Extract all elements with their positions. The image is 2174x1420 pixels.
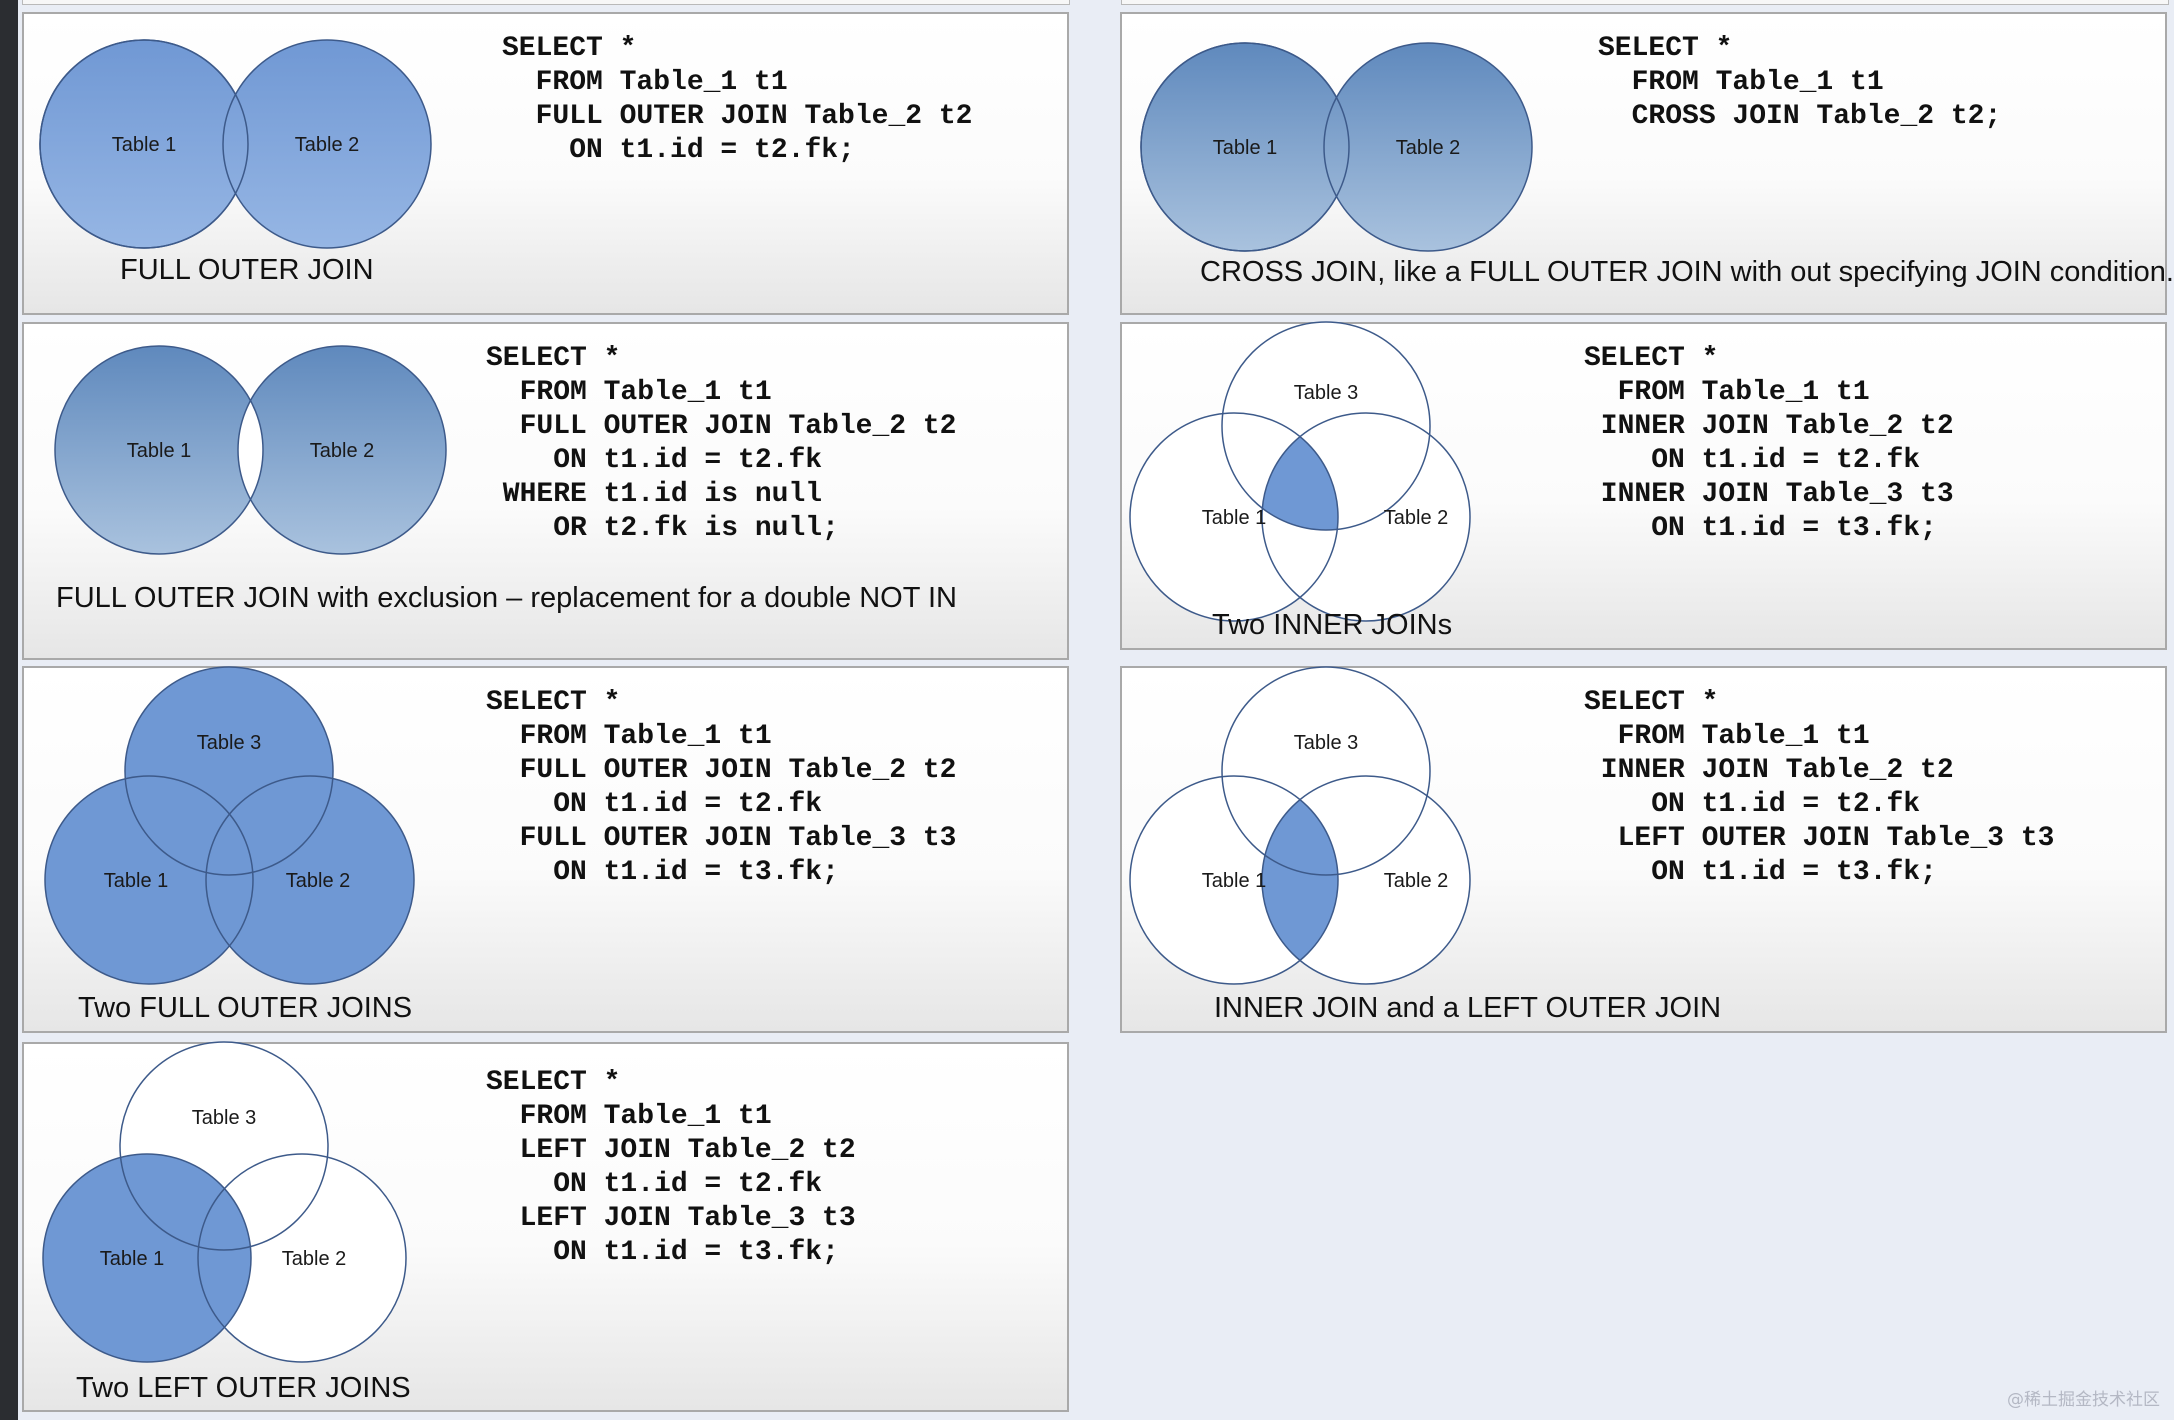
circle-table-3-outline bbox=[119, 1041, 329, 1251]
venn-two-left-outer-joins: Table 3 Table 1 Table 2 bbox=[42, 1041, 407, 1363]
caption: Two INNER JOINs bbox=[1212, 609, 1453, 641]
sql-code: SELECT * FROM Table_1 t1 FULL OUTER JOIN… bbox=[486, 343, 957, 544]
sql-code: SELECT * FROM Table_1 t1 CROSS JOIN Tabl… bbox=[1598, 33, 2002, 132]
label-table-1: Table 1 bbox=[104, 870, 169, 892]
panel-inner-and-left-outer-join: Table 3 Table 1 Table 2 SELECT * FROM Ta… bbox=[1120, 666, 2167, 1033]
circle-table-1-outline bbox=[39, 39, 249, 249]
panel-two-full-outer-joins: Table 3 Table 1 Table 2 SELECT * FROM Ta… bbox=[22, 666, 1069, 1033]
venn-two-inner-joins: Table 3 Table 1 Table 2 bbox=[1129, 321, 1471, 622]
watermark: @稀土掘金技术社区 bbox=[2007, 1390, 2160, 1410]
circle-table-2 bbox=[238, 346, 446, 554]
venn-cross-join: Table 1 Table 2 bbox=[1140, 42, 1533, 252]
caption: FULL OUTER JOIN bbox=[120, 254, 374, 286]
circle-table-1-outline bbox=[1129, 775, 1339, 985]
circle-table-2-outline bbox=[197, 1153, 407, 1363]
caption: FULL OUTER JOIN with exclusion – replace… bbox=[56, 582, 957, 614]
label-table-3: Table 3 bbox=[1294, 732, 1359, 754]
circle-table-3-outline bbox=[124, 666, 334, 876]
circle-table-2-outline bbox=[237, 345, 447, 555]
sql-code: SELECT * FROM Table_1 t1 LEFT JOIN Table… bbox=[486, 1067, 856, 1268]
circle-table-1-outline bbox=[42, 1153, 252, 1363]
highlight-table-1-and-2 bbox=[1262, 776, 1338, 984]
caption: Two FULL OUTER JOINS bbox=[78, 992, 413, 1024]
circle-table-2 bbox=[222, 39, 432, 249]
label-table-3: Table 3 bbox=[197, 732, 262, 754]
label-table-1: Table 1 bbox=[1202, 507, 1267, 529]
venn-full-outer-join: Table 1 Table 2 bbox=[39, 39, 432, 249]
circle-table-1-outline bbox=[1129, 412, 1339, 622]
panel-cross-join: Table 1 Table 2 SELECT * FROM Table_1 t1… bbox=[1120, 12, 2174, 315]
label-table-1: Table 1 bbox=[100, 1248, 165, 1270]
circle-table-2-outline bbox=[205, 775, 415, 985]
sql-code: SELECT * FROM Table_1 t1 FULL OUTER JOIN… bbox=[486, 687, 957, 888]
panel-two-inner-joins: Table 3 Table 1 Table 2 SELECT * FROM Ta… bbox=[1120, 321, 2167, 650]
venn-inner-and-left-outer-join: Table 3 Table 1 Table 2 bbox=[1129, 666, 1471, 985]
label-table-2: Table 2 bbox=[286, 870, 351, 892]
panel-full-outer-join: Table 1 Table 2 SELECT * FROM Table_1 t1… bbox=[22, 12, 1069, 315]
sql-code: SELECT * FROM Table_1 t1 FULL OUTER JOIN… bbox=[502, 33, 973, 166]
circle-table-1 bbox=[45, 776, 253, 984]
label-table-1: Table 1 bbox=[1213, 137, 1278, 159]
caption: Two LEFT OUTER JOINS bbox=[76, 1372, 411, 1404]
circle-table-1-outline bbox=[1140, 42, 1350, 252]
circle-table-2-outline bbox=[1261, 412, 1471, 622]
label-table-2: Table 2 bbox=[282, 1248, 347, 1270]
top-panel-edge-left bbox=[22, 0, 1070, 5]
label-table-1: Table 1 bbox=[127, 440, 192, 462]
circle-table-1-outline bbox=[54, 345, 264, 555]
sql-code: SELECT * FROM Table_1 t1 INNER JOIN Tabl… bbox=[1584, 687, 2055, 888]
label-table-2: Table 2 bbox=[295, 134, 360, 156]
label-table-1: Table 1 bbox=[112, 134, 177, 156]
circle-table-3 bbox=[1222, 667, 1430, 875]
left-dark-edge bbox=[0, 0, 18, 1420]
circle-table-2 bbox=[198, 1154, 406, 1362]
panel-full-outer-exclusion: Table 1 Table 2 SELECT * FROM Table_1 t1… bbox=[22, 322, 1069, 660]
top-panel-edge-right bbox=[1121, 0, 2169, 5]
circle-table-1 bbox=[55, 346, 263, 554]
panel-two-left-outer-joins: Table 3 Table 1 Table 2 SELECT * FROM Ta… bbox=[22, 1041, 1069, 1412]
label-table-3: Table 3 bbox=[192, 1107, 257, 1129]
label-table-2: Table 2 bbox=[1396, 137, 1461, 159]
circle-table-1-outline bbox=[44, 775, 254, 985]
circle-table-2 bbox=[1323, 42, 1533, 252]
sql-code: SELECT * FROM Table_1 t1 INNER JOIN Tabl… bbox=[1584, 343, 1954, 544]
circle-table-3-outline bbox=[1221, 321, 1431, 531]
venn-two-full-outer-joins: Table 3 Table 1 Table 2 bbox=[44, 666, 415, 985]
label-table-2: Table 2 bbox=[310, 440, 375, 462]
label-table-2: Table 2 bbox=[1384, 507, 1449, 529]
label-table-2: Table 2 bbox=[1384, 870, 1449, 892]
caption: CROSS JOIN, like a FULL OUTER JOIN with … bbox=[1200, 256, 2174, 288]
label-table-3: Table 3 bbox=[1294, 382, 1359, 404]
label-table-1: Table 1 bbox=[1202, 870, 1267, 892]
venn-full-outer-exclusion: Table 1 Table 2 bbox=[54, 345, 447, 555]
circle-table-1 bbox=[43, 1154, 251, 1362]
caption: INNER JOIN and a LEFT OUTER JOIN bbox=[1214, 992, 1722, 1024]
circle-table-2 bbox=[206, 776, 414, 984]
circle-table-2-outline bbox=[1261, 775, 1471, 985]
circle-table-3-outline bbox=[1221, 666, 1431, 876]
